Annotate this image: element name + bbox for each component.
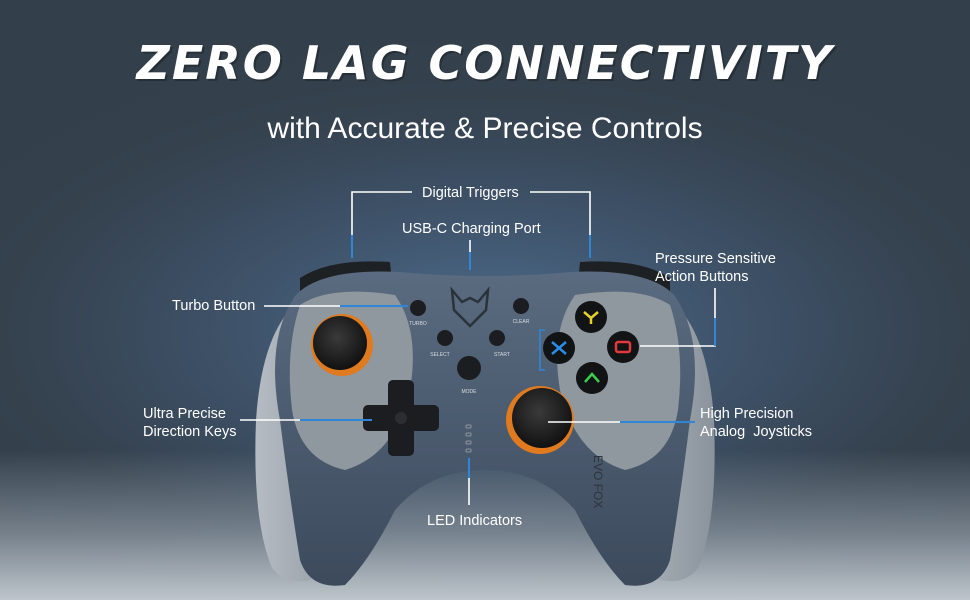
select-button[interactable] bbox=[437, 330, 453, 346]
callout-led-indicators: LED Indicators bbox=[427, 513, 523, 529]
callout-direction-keys-line2: Direction Keys bbox=[143, 424, 237, 440]
mode-button[interactable] bbox=[457, 356, 481, 380]
headline: ZERO LAG CONNECTIVITY bbox=[136, 36, 834, 90]
callout-direction-keys: Ultra Precise Direction Keys bbox=[143, 405, 236, 441]
clear-caption: CLEAR bbox=[513, 319, 530, 325]
callout-direction-keys-line1: Ultra Precise bbox=[143, 406, 226, 422]
callout-pressure-sensitive-line1: Pressure Sensitive bbox=[655, 251, 776, 267]
clear-button[interactable] bbox=[513, 298, 529, 314]
led-indicators bbox=[465, 424, 472, 453]
callout-analog-joysticks: High Precision Analog Joysticks bbox=[700, 405, 812, 441]
callout-digital-triggers: Digital Triggers bbox=[422, 185, 519, 201]
action-button-a[interactable] bbox=[576, 362, 608, 394]
callout-pressure-sensitive: Pressure Sensitive Action Buttons bbox=[655, 250, 776, 286]
callout-analog-joysticks-line2: Analog Joysticks bbox=[700, 424, 813, 440]
start-caption: START bbox=[494, 352, 510, 358]
callout-usb-c-port: USB-C Charging Port bbox=[402, 221, 541, 237]
left-analog-stick[interactable] bbox=[313, 316, 367, 370]
right-analog-stick[interactable] bbox=[512, 388, 572, 448]
callout-pressure-sensitive-line2: Action Buttons bbox=[655, 269, 749, 285]
turbo-caption: TURBO bbox=[409, 321, 427, 327]
turbo-button[interactable] bbox=[410, 300, 426, 316]
floor-reflection bbox=[0, 450, 970, 600]
start-button[interactable] bbox=[489, 330, 505, 346]
subheadline: with Accurate & Precise Controls bbox=[267, 112, 703, 145]
action-buttons bbox=[543, 301, 639, 394]
callout-turbo-button: Turbo Button bbox=[172, 298, 256, 314]
fox-logo-icon bbox=[450, 286, 490, 328]
right-face-panel bbox=[557, 291, 681, 470]
direction-pad[interactable] bbox=[363, 380, 439, 456]
callout-lines bbox=[240, 191, 716, 505]
select-caption: SELECT bbox=[430, 352, 449, 358]
mode-caption: MODE bbox=[462, 389, 478, 395]
callout-analog-joysticks-line1: High Precision bbox=[700, 406, 794, 422]
brand-wordmark: EVO FOX bbox=[591, 455, 605, 508]
action-button-b[interactable] bbox=[607, 331, 639, 363]
